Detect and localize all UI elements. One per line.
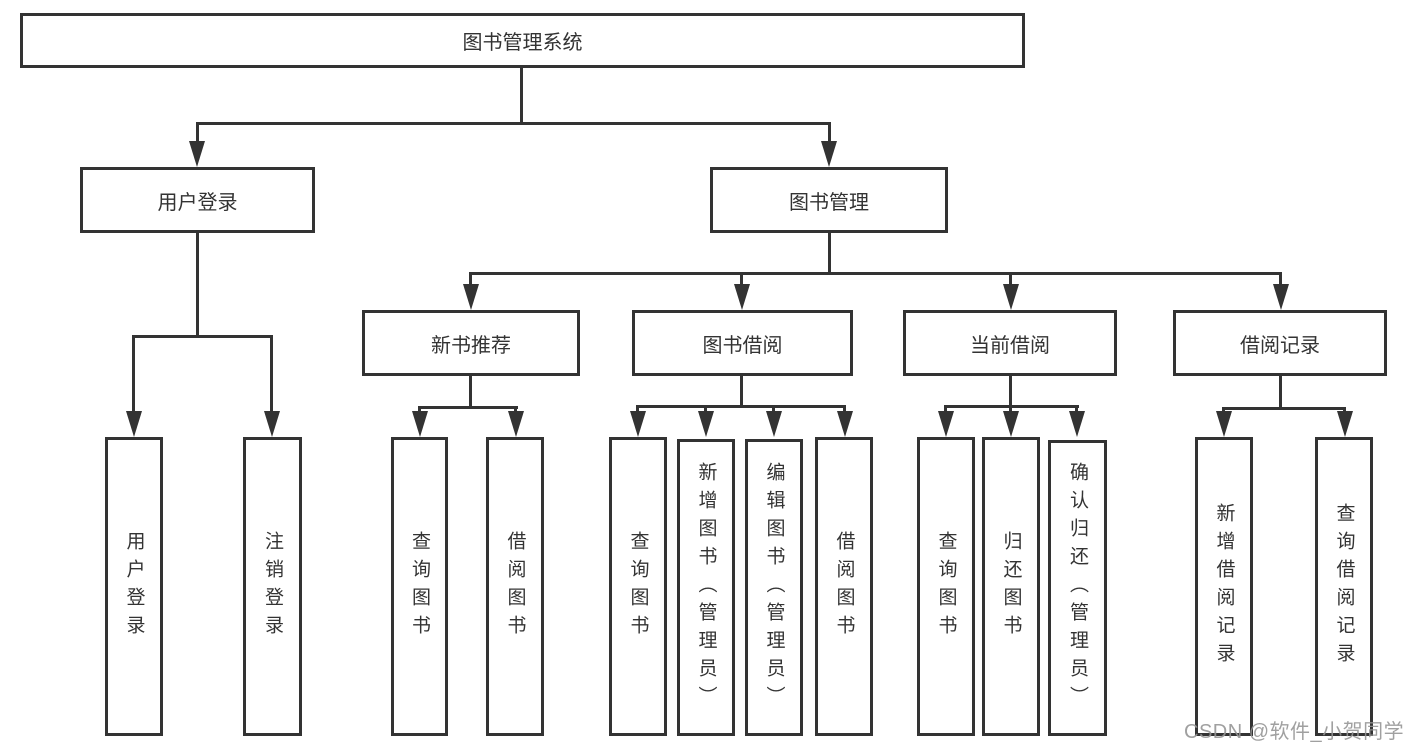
leaf-borrow-query-book: 查询图书 xyxy=(609,437,667,736)
connector-line xyxy=(514,406,517,415)
node-root: 图书管理系统 xyxy=(20,13,1025,68)
leaf-recommend-borrow-book-label: 借阅图书 xyxy=(504,530,526,643)
node-book-management-label: 图书管理 xyxy=(789,191,869,214)
node-current-borrow-label: 当前借阅 xyxy=(970,334,1050,357)
connector-line xyxy=(944,405,947,415)
node-book-borrow-label: 图书借阅 xyxy=(702,334,783,357)
connector-line xyxy=(196,122,831,125)
csdn-watermark: CSDN @软件_小贺同学 xyxy=(1184,721,1405,743)
leaf-logout-login-label: 注销登录 xyxy=(262,530,283,643)
connector-line xyxy=(1279,272,1282,288)
connector-line xyxy=(132,335,135,415)
arrow-down-icon xyxy=(508,411,524,437)
arrow-down-icon xyxy=(189,141,205,167)
connector-line xyxy=(469,272,1282,275)
node-borrow-record-label: 借阅记录 xyxy=(1240,334,1320,357)
arrow-down-icon xyxy=(698,411,714,437)
node-user-login-label: 用户登录 xyxy=(157,191,238,214)
leaf-current-query-book: 查询图书 xyxy=(917,437,975,736)
node-borrow-record: 借阅记录 xyxy=(1173,310,1387,376)
leaf-borrow-borrow-book-label: 借阅图书 xyxy=(833,530,855,643)
arrow-down-icon xyxy=(734,284,750,310)
leaf-record-query-borrow-record-label: 查询借阅记录 xyxy=(1333,502,1355,671)
connector-line xyxy=(828,122,831,146)
leaf-current-return-book: 归还图书 xyxy=(982,437,1040,736)
arrow-down-icon xyxy=(837,411,853,437)
leaf-borrow-add-book-admin: 新增图书（管理员） xyxy=(677,439,735,736)
connector-line xyxy=(469,272,472,288)
arrow-down-icon xyxy=(1003,411,1019,437)
leaf-borrow-edit-book-admin-label: 编辑图书（管理员） xyxy=(763,461,785,714)
leaf-recommend-query-book: 查询图书 xyxy=(391,437,448,736)
leaf-borrow-add-book-admin-label: 新增图书（管理员） xyxy=(695,461,717,714)
connector-line xyxy=(636,405,846,408)
leaf-borrow-borrow-book: 借阅图书 xyxy=(815,437,873,736)
leaf-current-query-book-label: 查询图书 xyxy=(935,530,957,643)
connector-line xyxy=(636,405,639,415)
connector-line xyxy=(772,405,775,415)
connector-line xyxy=(828,233,831,272)
leaf-user-login: 用户登录 xyxy=(105,437,163,736)
arrow-down-icon xyxy=(126,411,142,437)
arrow-down-icon xyxy=(1069,411,1085,437)
arrow-down-icon xyxy=(412,411,428,437)
leaf-logout-login: 注销登录 xyxy=(243,437,302,736)
connector-line xyxy=(740,376,743,405)
leaf-recommend-query-book-label: 查询图书 xyxy=(409,530,430,643)
leaf-current-confirm-return-admin-label: 确认归还（管理员） xyxy=(1067,462,1088,714)
leaf-borrow-query-book-label: 查询图书 xyxy=(627,530,649,643)
connector-line xyxy=(132,335,273,338)
connector-line xyxy=(196,122,199,146)
node-book-borrow: 图书借阅 xyxy=(632,310,853,376)
arrow-down-icon xyxy=(264,411,280,437)
arrow-down-icon xyxy=(1273,284,1289,310)
leaf-current-return-book-label: 归还图书 xyxy=(1000,530,1022,643)
connector-line xyxy=(1009,272,1012,288)
arrow-down-icon xyxy=(1216,411,1232,437)
connector-line xyxy=(704,405,707,415)
connector-line xyxy=(1222,407,1345,410)
connector-line xyxy=(418,406,421,415)
connector-line xyxy=(1009,376,1012,405)
leaf-current-confirm-return-admin: 确认归还（管理员） xyxy=(1048,440,1107,736)
node-book-management: 图书管理 xyxy=(710,167,948,233)
connector-line xyxy=(520,68,523,122)
arrow-down-icon xyxy=(821,141,837,167)
connector-line xyxy=(196,233,199,335)
arrow-down-icon xyxy=(1003,284,1019,310)
node-user-login: 用户登录 xyxy=(80,167,315,233)
connector-line xyxy=(740,272,743,288)
connector-line xyxy=(1279,376,1282,407)
arrow-down-icon xyxy=(1337,411,1353,437)
leaf-record-add-borrow-record-label: 新增借阅记录 xyxy=(1213,502,1235,671)
arrow-down-icon xyxy=(938,411,954,437)
node-new-book-recommend: 新书推荐 xyxy=(362,310,580,376)
arrow-down-icon xyxy=(766,411,782,437)
leaf-user-login-label: 用户登录 xyxy=(123,530,145,643)
arrow-down-icon xyxy=(630,411,646,437)
leaf-recommend-borrow-book: 借阅图书 xyxy=(486,437,544,736)
node-new-book-recommend-label: 新书推荐 xyxy=(431,334,511,357)
leaf-record-query-borrow-record: 查询借阅记录 xyxy=(1315,437,1373,736)
connector-line xyxy=(270,335,273,415)
connector-line xyxy=(1075,405,1078,415)
leaf-borrow-edit-book-admin: 编辑图书（管理员） xyxy=(745,439,803,736)
connector-line xyxy=(469,376,472,406)
node-current-borrow: 当前借阅 xyxy=(903,310,1117,376)
leaf-record-add-borrow-record: 新增借阅记录 xyxy=(1195,437,1253,736)
node-root-label: 图书管理系统 xyxy=(462,32,583,54)
connector-line xyxy=(1009,405,1012,415)
connector-line xyxy=(843,405,846,415)
connector-line xyxy=(418,406,518,409)
arrow-down-icon xyxy=(463,284,479,310)
